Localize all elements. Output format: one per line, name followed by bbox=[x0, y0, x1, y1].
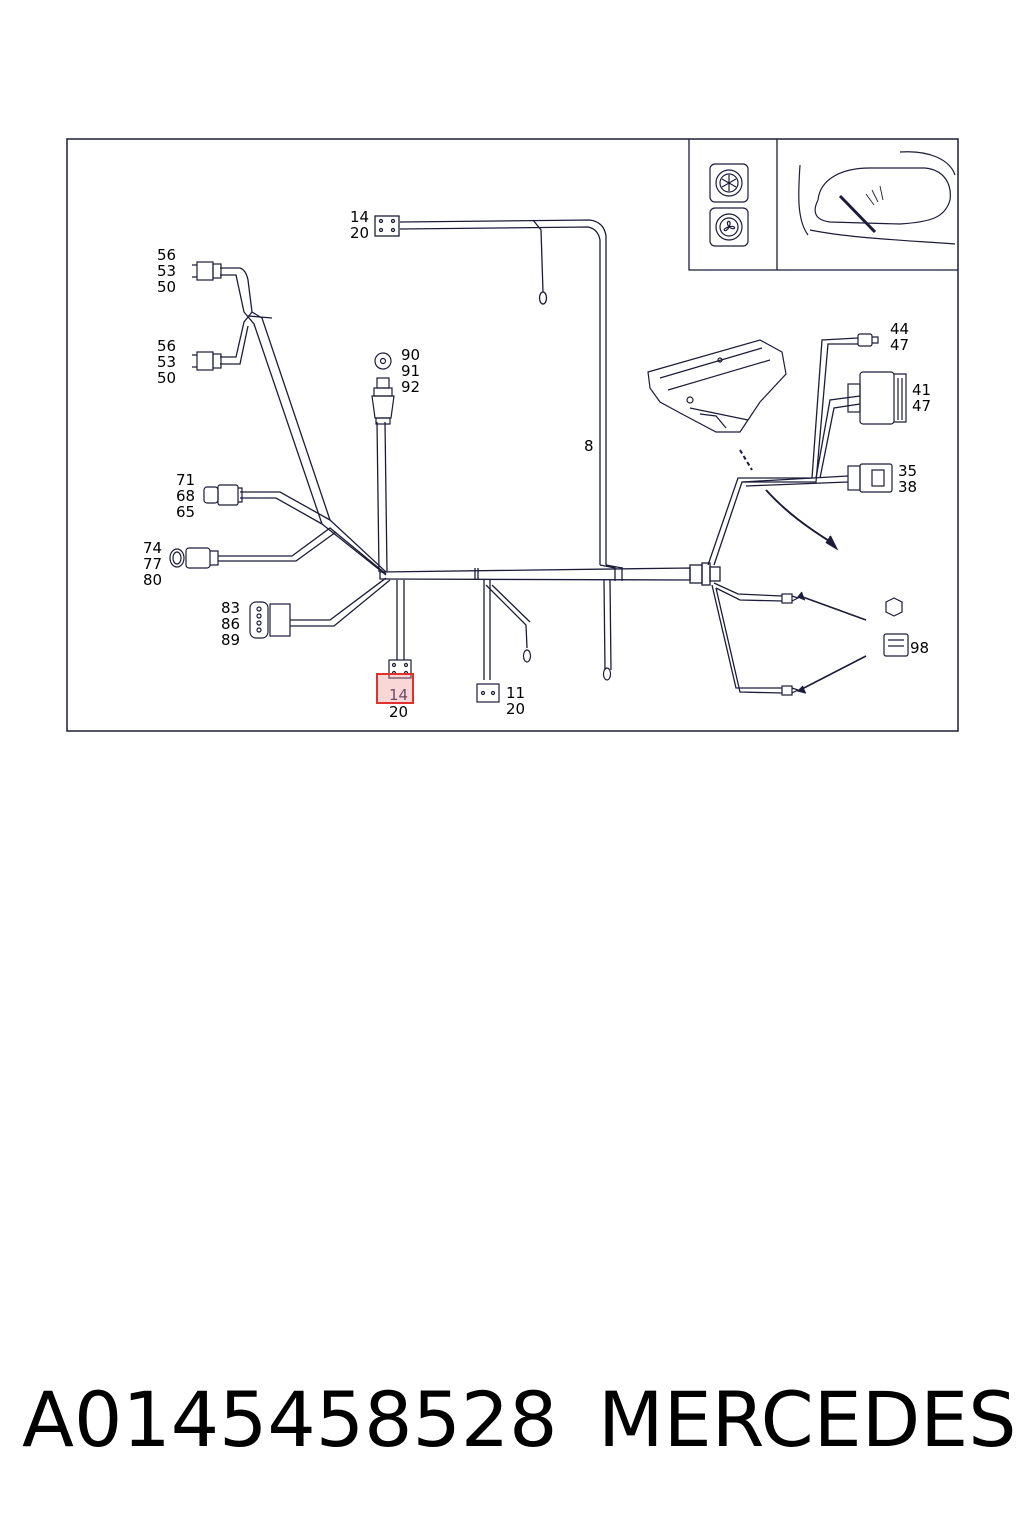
windshield-wiper-icon bbox=[798, 151, 956, 245]
highlight-box bbox=[376, 673, 414, 704]
connector-41 bbox=[847, 371, 907, 425]
relay-98 bbox=[796, 591, 909, 694]
fan-icon bbox=[709, 207, 749, 247]
connector-83 bbox=[249, 601, 291, 639]
bottom-connector-14-callout: 14 20 bbox=[389, 686, 413, 721]
connector-71-callout: 71 68 65 bbox=[176, 471, 200, 521]
snowflake-icon bbox=[709, 163, 749, 203]
connector-56-upper-callout: 56 53 50 bbox=[157, 246, 181, 296]
relay-98-callout: 98 bbox=[910, 639, 929, 657]
brand-name: MERCEDES bbox=[598, 1375, 1017, 1464]
inset-panel bbox=[688, 139, 958, 271]
top-connector-14 bbox=[374, 215, 400, 237]
top-connector-callout: 14 20 bbox=[350, 208, 374, 242]
connector-44 bbox=[857, 333, 879, 347]
caption: A0145458528 MERCEDES bbox=[0, 1370, 1024, 1470]
connector-83-callout: 83 86 89 bbox=[221, 599, 245, 649]
connector-56-upper bbox=[192, 261, 222, 281]
harness-trunk bbox=[379, 562, 721, 586]
connector-35 bbox=[847, 463, 893, 493]
branch-terminals bbox=[522, 649, 612, 681]
diagram-frame bbox=[66, 138, 959, 732]
branch-8 bbox=[399, 219, 623, 569]
control-module bbox=[647, 339, 787, 433]
right-branches bbox=[707, 337, 861, 694]
connector-74-callout: 74 77 80 bbox=[143, 539, 167, 589]
connector-71 bbox=[203, 484, 243, 506]
right-terminals bbox=[781, 593, 800, 696]
sensor-90 bbox=[371, 352, 395, 425]
bottom-connector-11-callout: 11 20 bbox=[506, 684, 530, 718]
part-number: A0145458528 bbox=[22, 1375, 558, 1464]
bottom-connector-11 bbox=[476, 683, 500, 703]
left-branches bbox=[218, 267, 612, 680]
connector-44-callout: 44 47 bbox=[890, 320, 914, 354]
connector-56-lower bbox=[192, 351, 222, 371]
wiring-harness-diagram: 14 20 8 56 53 50 56 bbox=[66, 138, 959, 732]
sensor-90-callout: 90 91 92 bbox=[401, 346, 425, 396]
connector-74 bbox=[169, 547, 219, 569]
branch-8-callout: 8 bbox=[584, 437, 594, 455]
connector-41-callout: 41 47 bbox=[912, 381, 936, 415]
connector-56-lower-callout: 56 53 50 bbox=[157, 337, 181, 387]
connector-35-callout: 35 38 bbox=[898, 462, 922, 496]
arrow-to-module bbox=[739, 449, 839, 551]
